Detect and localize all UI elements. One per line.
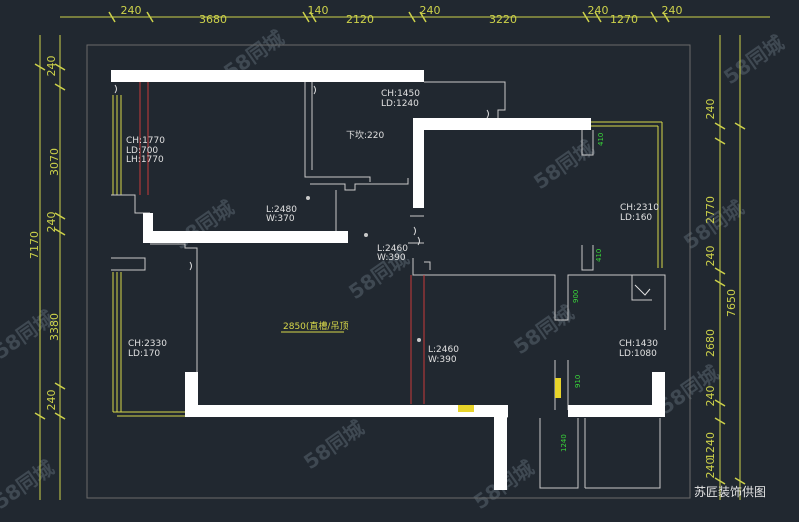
green-dim-4: 910 (574, 375, 582, 388)
dim-left-5: 240 (45, 390, 58, 411)
room2-xiakan: 下坎:220 (346, 129, 384, 141)
room2-ch: CH:1450 (381, 89, 420, 99)
room5-ld: LD:1080 (619, 349, 657, 359)
green-dim-2: 410 (595, 249, 603, 262)
green-dimensions: 410 410 900 910 1240 (560, 133, 605, 452)
dim-right-3: 240 (704, 246, 717, 267)
reference-frame (86, 44, 691, 499)
watermark: 58同城 (529, 136, 598, 195)
fixtures (114, 84, 651, 296)
dim-top-5: 240 (420, 4, 441, 17)
dim-left-4: 3380 (48, 313, 61, 341)
room1-ld: LD:700 (126, 146, 158, 156)
room5-ch: CH:1430 (619, 339, 658, 349)
watermark: 58同城 (299, 416, 368, 475)
dim-top-7: 240 (588, 4, 609, 17)
watermark: 58同城 (719, 31, 788, 90)
opening1-l: L:2480 (266, 205, 297, 215)
room4-ch: CH:2330 (128, 339, 167, 349)
dim-right-5: 240 (704, 386, 717, 407)
opening2-w: W:390 (377, 253, 406, 263)
dim-right-2: 2770 (704, 196, 717, 224)
room-annotations: CH:1770 LD:700 LH:1770 CH:1450 LD:1240 下… (126, 89, 659, 359)
image-caption: 苏匠装饰供图 (694, 485, 767, 499)
dim-left-outer: 7170 (28, 231, 41, 259)
room1-lh: LH:1770 (126, 155, 164, 165)
opening2-l: L:2460 (377, 244, 408, 254)
dim-top-1: 240 (121, 4, 142, 17)
green-dim-1: 410 (597, 133, 605, 146)
left-dimensions: 7170 240 3070 240 3380 240 (28, 56, 61, 411)
ceiling-note: 2850(直槽/吊顶 (281, 320, 348, 333)
dim-top-2: 3680 (199, 13, 227, 26)
dim-right-outer: 7650 (725, 289, 738, 317)
top-dimensions: 240 3680 140 2120 240 3220 240 1270 240 (121, 4, 683, 26)
opening3-w: W:390 (428, 355, 457, 365)
dim-right-4: 2680 (704, 329, 717, 357)
dim-left-1: 240 (45, 56, 58, 77)
window-frames (112, 95, 663, 417)
watermark: 58同城 (0, 456, 58, 515)
dim-right-7: 240 (704, 458, 717, 479)
markers (306, 196, 561, 412)
interior-lines (111, 81, 666, 489)
right-dimensions: 7650 240 2770 240 2680 240 1240 240 (704, 99, 738, 479)
room4-ld: LD:170 (128, 349, 160, 359)
room2-ld: LD:1240 (381, 99, 419, 109)
opening1-w: W:370 (266, 214, 295, 224)
dim-left-3: 240 (45, 212, 58, 233)
dim-left-2: 3070 (48, 148, 61, 176)
green-dim-5: 1240 (560, 434, 568, 452)
walls (111, 70, 665, 490)
opening-annotations: L:2480 W:370 L:2460 W:390 L:2460 W:390 (266, 205, 459, 365)
room1-ch: CH:1770 (126, 136, 165, 146)
dim-top-6: 3220 (489, 13, 517, 26)
dimension-ticks (34, 11, 746, 485)
dimension-lines (39, 16, 770, 500)
room3-ld: LD:160 (620, 213, 652, 223)
green-dim-3: 900 (572, 290, 580, 303)
dim-right-6: 1240 (704, 432, 717, 460)
room3-ch: CH:2310 (620, 203, 659, 213)
dim-top-4: 2120 (346, 13, 374, 26)
watermark: 58同城 (169, 196, 238, 255)
dim-top-8: 1270 (610, 13, 638, 26)
dim-top-3: 140 (308, 4, 329, 17)
opening3-l: L:2460 (428, 345, 459, 355)
dim-right-1: 240 (704, 99, 717, 120)
ceiling-note-text: 2850(直槽/吊顶 (283, 320, 348, 332)
dim-top-9: 240 (662, 4, 683, 17)
